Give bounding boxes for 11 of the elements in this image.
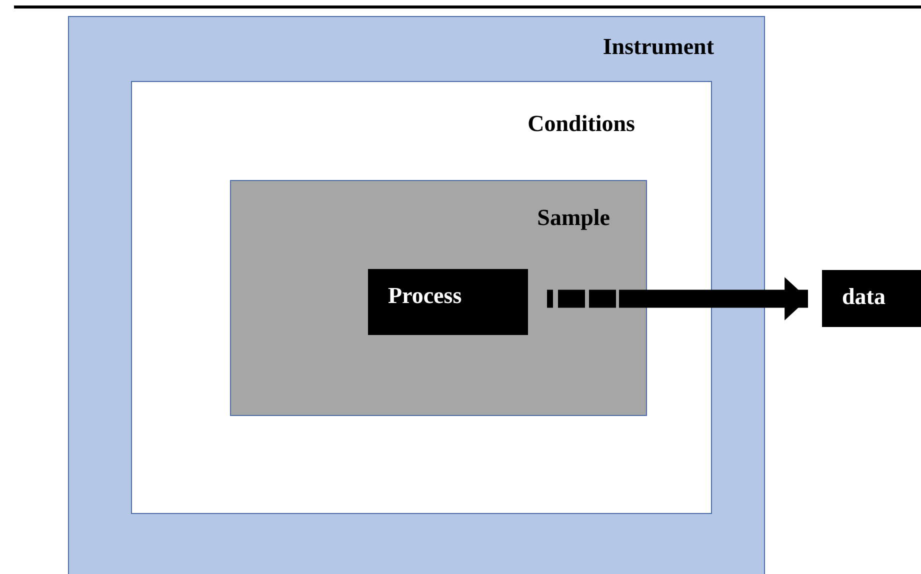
sample-box [230,180,647,416]
instrument-box [68,16,765,574]
output-box [822,270,921,327]
box-label: Sample [537,205,610,231]
box-label: data [842,284,886,310]
conditions-box [131,81,712,514]
box-label: Instrument [602,34,714,60]
box-label: Process [388,283,462,309]
box-label: Conditions [528,111,635,137]
process-box [368,269,528,335]
arrow [547,277,808,320]
